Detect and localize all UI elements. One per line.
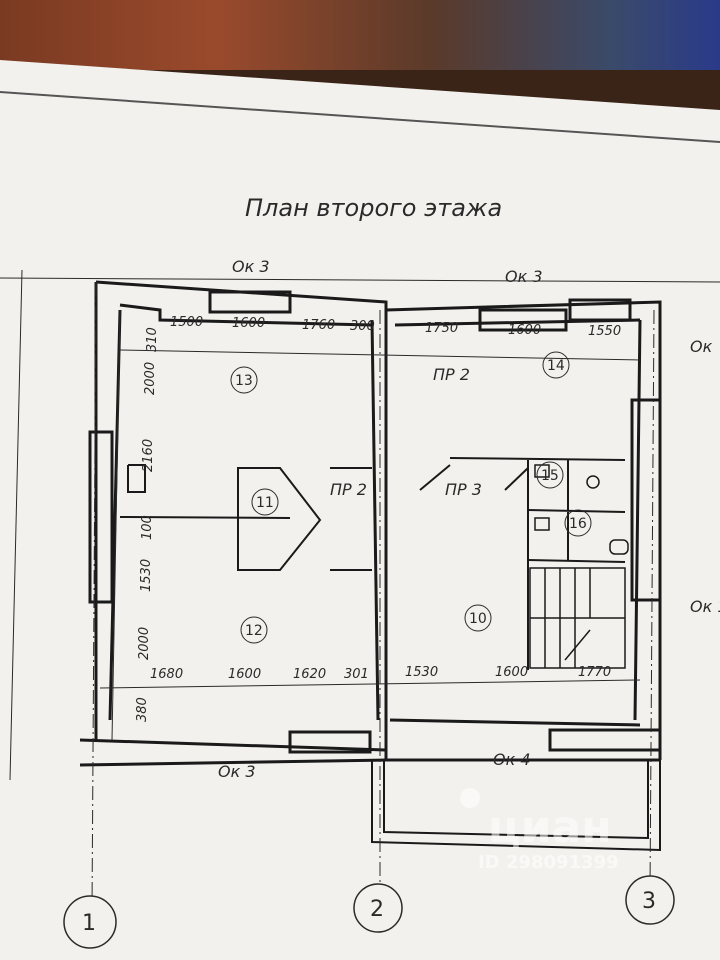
- dim-bottom-1: 1680: [150, 667, 183, 682]
- balcony: [371, 760, 661, 852]
- partition-label-pr2-left: ПР 2: [330, 480, 367, 499]
- dim-bottom-5: 1530: [405, 665, 438, 680]
- dim-top-7: 1550: [588, 324, 621, 339]
- dim-bottom-2: 1600: [228, 667, 261, 682]
- dim-top-5: 1750: [425, 321, 458, 336]
- dim-left-2: 2000: [143, 362, 158, 395]
- partition-label-pr2-right: ПР 2: [433, 365, 470, 384]
- left-block-walls: [79, 280, 388, 767]
- right-block-walls: [385, 298, 662, 762]
- dim-bottom-3: 1620: [293, 667, 326, 682]
- dim-left-1: 310: [145, 327, 160, 352]
- svg-text:2: 2: [370, 897, 384, 922]
- staircase: [529, 567, 626, 669]
- paper: [0, 60, 720, 960]
- frame-line: [0, 91, 720, 143]
- room-marker-12: 12: [240, 616, 268, 644]
- svg-text:1: 1: [82, 911, 96, 936]
- dim-bottom-4: 301: [344, 667, 369, 682]
- dim-top-2: 1600: [232, 316, 265, 331]
- svg-text:12: 12: [245, 623, 263, 639]
- window-label-ok-right-top: Ок: [690, 337, 713, 356]
- room-marker-10: 10: [464, 604, 492, 632]
- svg-text:15: 15: [541, 468, 559, 484]
- axis-marker-1: 1: [63, 895, 117, 949]
- svg-text:14: 14: [547, 358, 565, 374]
- plan-title: План второго этажа: [245, 194, 502, 222]
- cian-watermark: циан ID 298091399: [460, 788, 619, 873]
- window-label-ok4: Ок 4: [493, 750, 531, 769]
- dim-top-3: 1760: [302, 318, 335, 333]
- svg-text:3: 3: [642, 889, 656, 914]
- dim-left-4: 100: [140, 515, 155, 540]
- room-marker-15: 15: [536, 461, 564, 489]
- svg-text:циан: циан: [488, 802, 612, 853]
- dimension-lines: [0, 269, 720, 781]
- svg-text:13: 13: [235, 373, 253, 389]
- dim-bottom-7: 1770: [578, 665, 611, 680]
- axis-lines: [91, 281, 655, 911]
- room-marker-16: 16: [564, 509, 592, 537]
- dim-top-4: 300: [350, 319, 375, 334]
- interior-walls: [119, 457, 626, 670]
- window-label-ok3-bottom: Ок 3: [218, 762, 256, 781]
- svg-text:11: 11: [256, 495, 274, 511]
- partition-label-pr3: ПР 3: [445, 480, 482, 499]
- room-marker-11: 11: [251, 488, 279, 516]
- svg-text:16: 16: [569, 516, 587, 532]
- window-label-ok3-top-right: Ок 3: [505, 267, 543, 286]
- axis-marker-2: 2: [353, 883, 403, 933]
- floor-plan-sheet: План второго этажа: [0, 60, 720, 960]
- dim-top-1: 1500: [170, 315, 203, 330]
- dim-top-6: 1600: [508, 323, 541, 338]
- dim-left-6: 2000: [137, 627, 152, 660]
- axis-marker-3: 3: [625, 875, 675, 925]
- background-wall: [0, 0, 720, 70]
- dim-left-7: 380: [135, 697, 150, 722]
- dim-left-5: 1530: [139, 559, 154, 592]
- svg-text:10: 10: [469, 611, 487, 627]
- room-marker-14: 14: [542, 351, 570, 379]
- window-label-ok3-top-left: Ок 3: [232, 257, 270, 276]
- svg-text:ID 298091399: ID 298091399: [478, 852, 619, 873]
- room-marker-13: 13: [230, 366, 258, 394]
- dim-left-3: 2160: [141, 439, 156, 472]
- dim-bottom-6: 1600: [495, 665, 528, 680]
- window-label-ok-right-bottom: Ок 1: [690, 597, 720, 616]
